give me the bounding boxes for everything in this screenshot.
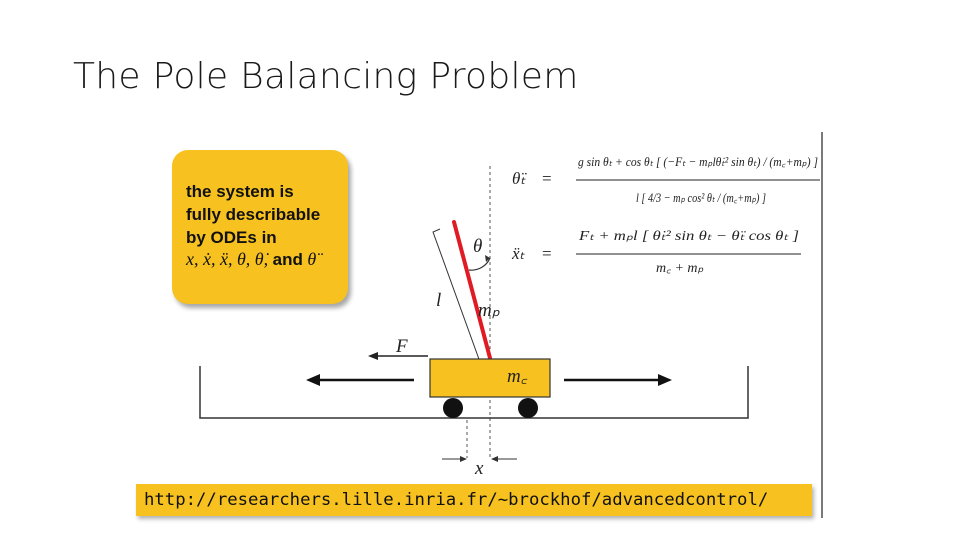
source-url-bar: http://researchers.lille.inria.fr/~brock… bbox=[136, 484, 812, 516]
ode-callout-box: the system is fully describable by ODEs … bbox=[172, 150, 348, 304]
callout-vars: x, ẋ, ẍ, θ, θ̇, bbox=[186, 249, 269, 269]
right-motion-arrow-head bbox=[658, 374, 672, 386]
eq1-lhs: θ̈ₜ bbox=[512, 169, 527, 188]
theta-arc bbox=[468, 257, 491, 271]
callout-last-var: θ̈ bbox=[307, 249, 317, 269]
length-label: l bbox=[436, 290, 441, 311]
eq2-numerator: Fₜ + mₚl [ θ̇ₜ² sin θₜ − θ̈ₜ cos θₜ ] bbox=[578, 229, 799, 244]
cart-mass-label: m꜀ bbox=[507, 366, 528, 387]
position-label: x bbox=[474, 458, 484, 479]
theta-label: θ bbox=[473, 236, 482, 257]
callout-text: the system is fully describable by ODEs … bbox=[186, 182, 321, 247]
figure-right-border bbox=[821, 132, 823, 518]
x-measure-right-head bbox=[491, 456, 498, 462]
eq1-denominator: l [ 4/3 − mₚ cos² θₜ / (m꜀+mₚ) ] bbox=[636, 190, 766, 205]
track bbox=[199, 366, 749, 419]
source-url[interactable]: http://researchers.lille.inria.fr/~brock… bbox=[144, 490, 769, 510]
cart bbox=[429, 358, 551, 398]
pole-mass-label: mₚ bbox=[478, 300, 501, 321]
eq2-equals: = bbox=[542, 244, 552, 263]
eq1-equals: = bbox=[542, 169, 552, 188]
slide-title: The Pole Balancing Problem bbox=[73, 56, 579, 97]
wheel-left bbox=[443, 398, 463, 418]
theta-arc-arrow bbox=[485, 255, 490, 262]
cart-pole-diagram: θ l mₚ F m꜀ x θ̈ₜ = g sin θₜ + cos θₜ [ … bbox=[199, 154, 820, 479]
x-measure-left-head bbox=[460, 456, 467, 462]
pole-balancing-figure: θ l mₚ F m꜀ x θ̈ₜ = g sin θₜ + cos θₜ [ … bbox=[136, 128, 826, 518]
eq2-lhs: ẍₜ bbox=[511, 244, 526, 263]
force-arrow-head bbox=[368, 352, 378, 360]
eq1-numerator: g sin θₜ + cos θₜ [ (−Fₜ − mₚlθ̇ₜ² sin θ… bbox=[578, 154, 818, 169]
pole bbox=[452, 220, 492, 360]
callout-and: and bbox=[272, 250, 303, 269]
eq2-denominator: m꜀ + mₚ bbox=[656, 261, 704, 276]
left-motion-arrow-head bbox=[306, 374, 320, 386]
wheel-right bbox=[518, 398, 538, 418]
callout-variables: x, ẋ, ẍ, θ, θ̇, and θ̈ bbox=[186, 249, 316, 270]
force-label: F bbox=[395, 336, 408, 357]
